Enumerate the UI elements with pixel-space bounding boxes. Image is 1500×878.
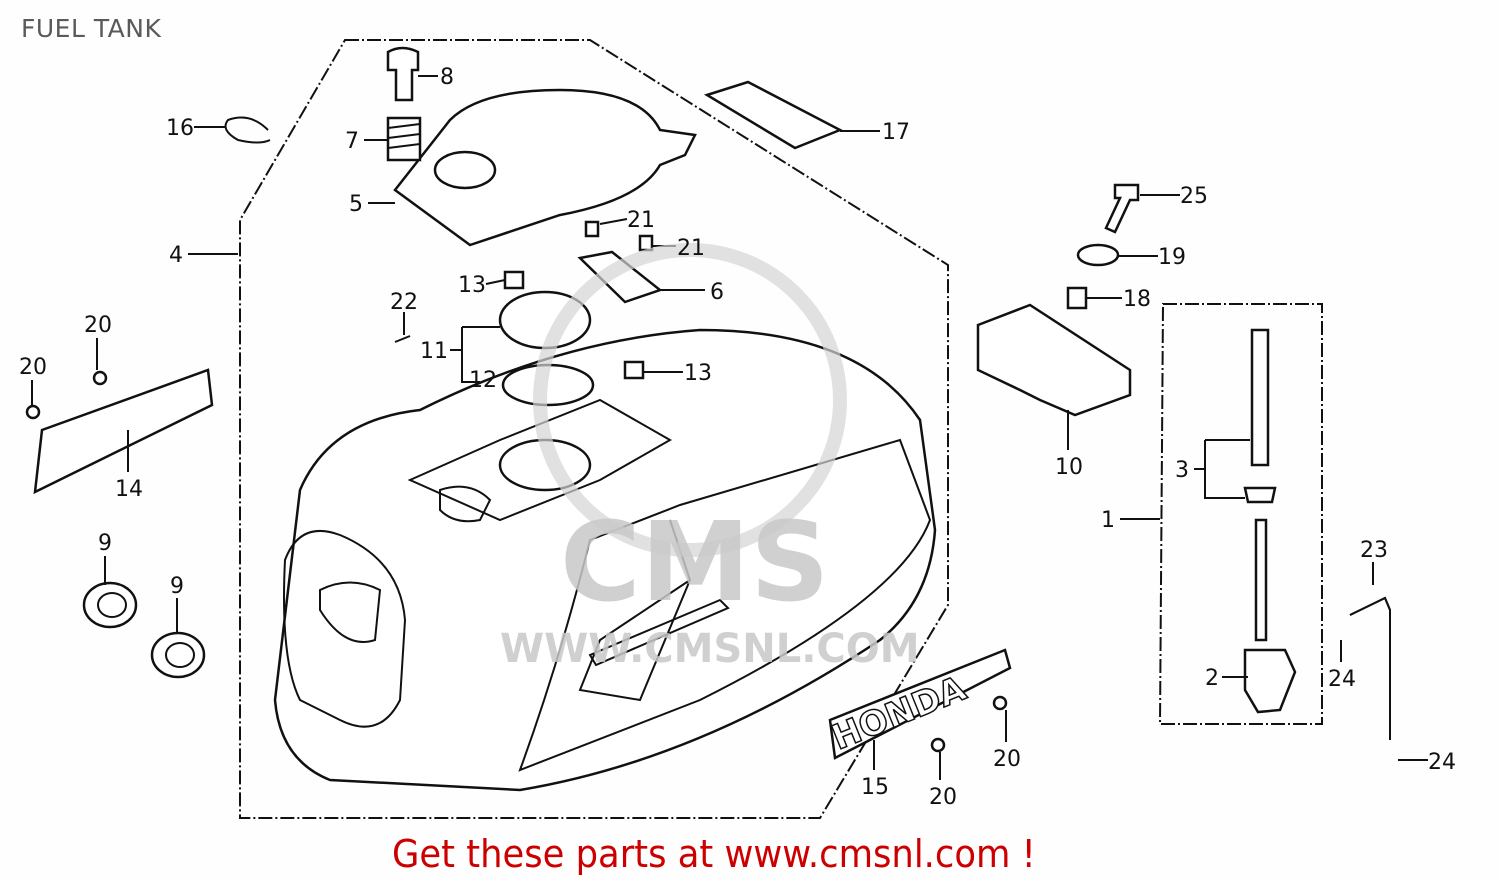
side-plate xyxy=(33,368,214,495)
screw xyxy=(638,234,654,252)
rubber-damper xyxy=(150,631,206,679)
callout-12: 12 xyxy=(469,368,497,393)
nut xyxy=(623,360,645,380)
callout-2: 2 xyxy=(1205,666,1219,691)
tank-mount xyxy=(976,303,1132,417)
callout-10: 10 xyxy=(1055,455,1083,480)
watermark: CMS WWW.CMSNL.COM xyxy=(500,243,920,672)
callout-1: 1 xyxy=(1101,508,1115,533)
callout-20: 20 xyxy=(84,313,112,338)
callout-3: 3 xyxy=(1175,458,1189,483)
rubber-damper xyxy=(82,581,138,629)
callout-13: 13 xyxy=(458,273,486,298)
emblem-text: HONDA xyxy=(826,668,972,758)
callout-5: 5 xyxy=(349,192,363,217)
fuel-strainer xyxy=(1250,328,1270,467)
callout-18: 18 xyxy=(1123,287,1151,312)
fuel-cock xyxy=(1243,648,1297,714)
cmsnl-promo-link[interactable]: Get these parts at www.cmsnl.com ! xyxy=(392,832,1036,876)
callout-13: 13 xyxy=(684,361,712,386)
callout-22: 22 xyxy=(390,290,418,315)
washer xyxy=(1076,243,1120,267)
leader-lines xyxy=(31,75,1428,780)
collar xyxy=(1066,286,1088,310)
callout-9: 9 xyxy=(98,531,112,556)
callout-21: 21 xyxy=(627,208,655,233)
callout-4: 4 xyxy=(169,243,183,268)
tank-cover xyxy=(393,88,697,247)
callout-6: 6 xyxy=(710,280,724,305)
callout-21: 21 xyxy=(677,236,705,261)
callout-24: 24 xyxy=(1428,750,1456,775)
callout-25: 25 xyxy=(1180,184,1208,209)
sticker xyxy=(703,80,843,150)
callout-17: 17 xyxy=(882,120,910,145)
spring xyxy=(386,116,422,162)
diagram-title: FUEL TANK xyxy=(21,14,162,43)
clip xyxy=(224,116,271,144)
nut xyxy=(503,270,525,290)
cap-bolt xyxy=(386,46,420,102)
callout-16: 16 xyxy=(166,116,194,141)
callout-11: 11 xyxy=(420,339,448,364)
callout-24: 24 xyxy=(1328,667,1356,692)
fuel-tube xyxy=(1349,596,1391,740)
fuel-tank xyxy=(273,328,937,792)
o-ring xyxy=(1243,486,1277,504)
callout-23: 23 xyxy=(1360,538,1388,563)
callout-8: 8 xyxy=(440,65,454,90)
callout-14: 14 xyxy=(115,477,143,502)
watermark-brand: CMS xyxy=(560,498,829,626)
callout-15: 15 xyxy=(861,775,889,800)
callout-labels: 8 16 7 17 5 21 21 25 4 19 13 6 22 18 20 … xyxy=(19,65,1456,810)
screw xyxy=(584,220,600,238)
callout-9: 9 xyxy=(170,574,184,599)
watermark-url: WWW.CMSNL.COM xyxy=(500,626,920,672)
callout-20: 20 xyxy=(993,747,1021,772)
callout-20: 20 xyxy=(19,355,47,380)
bolt xyxy=(1104,183,1140,234)
callout-7: 7 xyxy=(345,129,359,154)
callout-19: 19 xyxy=(1158,245,1186,270)
fuel-cock-assembly-outline xyxy=(1158,303,1323,725)
callout-20: 20 xyxy=(929,785,957,810)
